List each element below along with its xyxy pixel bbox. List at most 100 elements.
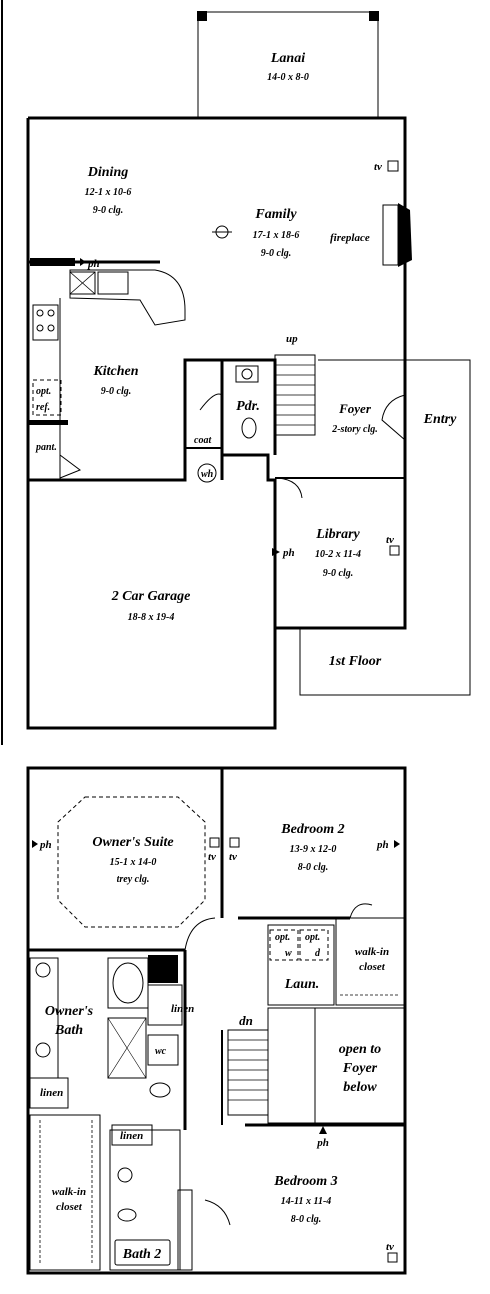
pantry-door (59, 454, 82, 479)
laundry-room (267, 924, 335, 1006)
tv2-label: tv (229, 851, 237, 863)
water-heater (197, 463, 217, 483)
garage-dims: 18-8 x 19-4 (128, 612, 175, 623)
bedroom3-name: Bedroom 3 (273, 1174, 337, 1189)
stair-landing (267, 1007, 316, 1124)
tub (107, 957, 149, 1009)
entry-door-swing (381, 394, 406, 441)
second-floor: Owner's Suite 15-1 x 14-0 trey clg. Bedr… (26, 766, 407, 1275)
tv1-label: tv (208, 851, 216, 863)
closet-door-swing (349, 903, 373, 919)
library-ceiling: 9-0 clg. (323, 568, 354, 579)
bedroom2-dims: 13-9 x 12-0 (290, 844, 337, 855)
bedroom2-name: Bedroom 2 (280, 822, 344, 837)
lanai-post-left (197, 11, 207, 21)
owners-bath-line2: Bath (54, 1023, 83, 1038)
ph-bottom-label: ph (316, 1137, 329, 1149)
family-ceiling: 9-0 clg. (261, 248, 292, 259)
suite-door-swing (184, 917, 216, 951)
bedroom2-ceiling: 8-0 clg. (298, 862, 329, 873)
linen3-label: linen (120, 1130, 143, 1142)
entry-outline (299, 359, 471, 696)
library-tv-outlet (389, 545, 400, 556)
dining-dims: 12-1 x 10-6 (85, 187, 132, 198)
burner-4 (47, 324, 55, 332)
powder-sink (235, 365, 259, 383)
opt1-label: opt. (275, 932, 290, 943)
bath2-toilet (117, 1208, 137, 1222)
washer (269, 929, 299, 961)
bedroom3-ph-marker (319, 1126, 327, 1134)
burner-2 (47, 309, 55, 317)
wc-label: wc (155, 1046, 167, 1057)
dn-label: dn (239, 1013, 253, 1028)
open-foyer-line1: open to (339, 1042, 381, 1057)
dishwasher (69, 271, 96, 295)
suite-ph-marker (32, 840, 38, 848)
burner-1 (36, 309, 44, 317)
laundry-name: Laun. (284, 977, 320, 992)
owners-suite-dims: 15-1 x 14-0 (110, 857, 157, 868)
family-fan-center (215, 225, 229, 239)
tub-basin (112, 962, 144, 1004)
library-ph-marker (272, 548, 280, 556)
bath2-name: Bath 2 (122, 1247, 162, 1262)
powder-name: Pdr. (236, 399, 260, 414)
powder-toilet (241, 417, 257, 439)
vanity-sink-2 (35, 1042, 51, 1058)
burner-3 (36, 324, 44, 332)
bedroom3-door-swing (204, 1199, 231, 1226)
ph-kitchen-label: ph (87, 258, 100, 270)
first-floor-label: 1st Floor (329, 654, 382, 669)
linen-closet-2 (29, 1077, 69, 1109)
family-name: Family (254, 207, 297, 222)
library-name: Library (315, 527, 360, 542)
bedroom2-ph-marker (394, 840, 400, 848)
ph-right-label: ph (376, 839, 389, 851)
garage-north-wall (222, 453, 277, 628)
kitchen-ph-marker (30, 258, 75, 266)
ref-label: ref. (36, 402, 50, 413)
entry-name: Entry (423, 412, 457, 427)
kitchen-ceiling: 9-0 clg. (101, 386, 132, 397)
fireplace-firebox (398, 203, 412, 267)
linen1-label: linen (171, 1003, 194, 1015)
stair-treads (275, 364, 315, 426)
bedroom3-dims: 14-11 x 11-4 (281, 1196, 332, 1207)
owners-suite-name: Owner's Suite (92, 835, 173, 850)
bath2-label-box (114, 1239, 171, 1266)
shower (107, 1017, 147, 1079)
library-ph-label: ph (282, 547, 295, 559)
bath2-sink (117, 1167, 133, 1183)
bath2-tub (177, 1189, 193, 1271)
foyer-ceiling: 2-story clg. (331, 424, 378, 435)
walkin-br2-line2: closet (359, 961, 386, 973)
bedroom2-tv-outlet (229, 837, 240, 848)
lanai-dims: 14-0 x 8-0 (267, 72, 309, 83)
walkin-closet-owner-box (29, 1114, 101, 1271)
d-label: d (315, 948, 321, 959)
open-foyer-line3: below (343, 1080, 377, 1095)
walkin-owner-line1: walk-in (52, 1186, 86, 1198)
wc-room (147, 1034, 179, 1066)
suite-tv-outlet (209, 837, 220, 848)
dining-ceiling: 9-0 clg. (93, 205, 124, 216)
kitchen-name: Kitchen (92, 364, 138, 379)
powder-sink-bowl (241, 368, 253, 380)
kitchen-south-wall (28, 358, 224, 482)
pantry-label: pant. (35, 442, 57, 453)
family-dims: 17-1 x 18-6 (253, 230, 300, 241)
w-label: w (285, 948, 292, 959)
owners-bath-line1: Owner's (45, 1004, 94, 1019)
refrigerator (32, 379, 62, 416)
tv-outlet (387, 160, 399, 172)
wh-label: wh (201, 469, 214, 480)
up-label: up (286, 333, 298, 345)
kitchen-sink (97, 271, 129, 295)
coat-label: coat (194, 435, 212, 446)
linen-closet-3 (111, 1124, 153, 1146)
vanity-sink-1 (35, 962, 51, 978)
pantry-wall (28, 420, 68, 425)
linen-closet-1 (147, 984, 183, 1026)
foyer-name: Foyer (338, 401, 372, 416)
